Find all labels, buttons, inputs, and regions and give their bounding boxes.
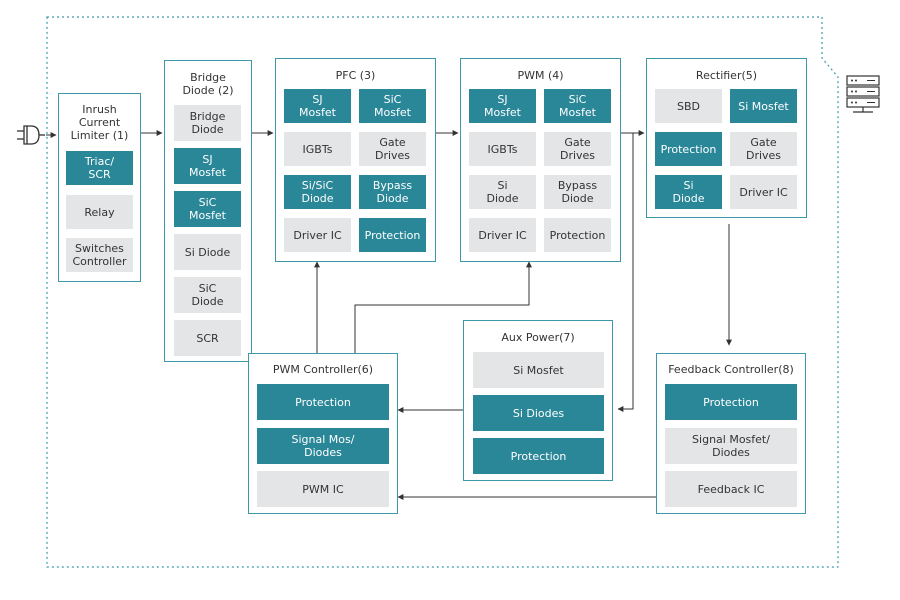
system-boundary (46, 16, 839, 568)
block-title: Inrush Current Limiter (1) (70, 103, 129, 142)
pwm-controller-block: PWM Controller(6) Protection Signal Mos/… (248, 353, 398, 514)
arrow-pwmctrl-to-pwm (354, 261, 532, 353)
component-cell: SJ Mosfet (469, 89, 536, 123)
component-cell: SiC Mosfet (544, 89, 611, 123)
block-title: Rectifier(5) (695, 69, 758, 82)
component-cell: Protection (473, 438, 604, 474)
component-cell: SJ Mosfet (284, 89, 351, 123)
component-cell: Bypass Diode (359, 175, 426, 209)
component-cell: Triac/ SCR (66, 151, 133, 185)
feedback-controller-block: Feedback Controller(8) Protection Signal… (656, 353, 806, 514)
component-cell: Si Mosfet (730, 89, 797, 123)
inrush-current-limiter-block: Inrush Current Limiter (1) Triac/ SCR Re… (58, 93, 141, 282)
component-cell: Gate Drives (544, 132, 611, 166)
component-cell: Protection (665, 384, 797, 420)
component-cell: SCR (174, 320, 241, 356)
server-rack-icon (846, 75, 880, 113)
component-cell: Signal Mosfet/ Diodes (665, 428, 797, 464)
component-cell: Bypass Diode (544, 175, 611, 209)
component-cell: SiC Mosfet (359, 89, 426, 123)
component-cell: Driver IC (730, 175, 797, 209)
bridge-diode-block: Bridge Diode (2) Bridge Diode SJ Mosfet … (164, 60, 252, 362)
arrow-pwm-to-aux (617, 133, 634, 412)
component-cell: Switches Controller (66, 238, 133, 272)
component-cell: Protection (544, 218, 611, 252)
component-cell: SBD (655, 89, 722, 123)
component-cell: Gate Drives (359, 132, 426, 166)
block-title: PFC (3) (335, 69, 376, 82)
component-cell: Relay (66, 195, 133, 229)
component-cell: Si Mosfet (473, 352, 604, 388)
component-cell: IGBTs (469, 132, 536, 166)
component-cell: PWM IC (257, 471, 389, 507)
block-title: PWM Controller(6) (272, 363, 374, 376)
component-cell: IGBTs (284, 132, 351, 166)
component-cell: SiC Diode (174, 277, 241, 313)
block-title: PWM (4) (517, 69, 564, 82)
component-cell: Si Diode (174, 234, 241, 270)
component-cell: Si/SiC Diode (284, 175, 351, 209)
component-cell: Driver IC (284, 218, 351, 252)
component-cell: Driver IC (469, 218, 536, 252)
component-cell: Si Diode (469, 175, 536, 209)
component-cell: Si Diode (655, 175, 722, 209)
rectifier-block: Rectifier(5) SBD Si Mosfet Protection Ga… (646, 58, 807, 218)
component-cell: Protection (655, 132, 722, 166)
component-cell: Feedback IC (665, 471, 797, 507)
power-plug-icon (17, 125, 45, 145)
component-cell: SiC Mosfet (174, 191, 241, 227)
pfc-block: PFC (3) SJ Mosfet SiC Mosfet IGBTs Gate … (275, 58, 436, 262)
block-title: Feedback Controller(8) (668, 363, 794, 376)
pwm-block: PWM (4) SJ Mosfet SiC Mosfet IGBTs Gate … (460, 58, 621, 262)
block-title: Bridge Diode (2) (182, 71, 234, 97)
component-cell: SJ Mosfet (174, 148, 241, 184)
component-cell: Protection (359, 218, 426, 252)
aux-power-block: Aux Power(7) Si Mosfet Si Diodes Protect… (463, 320, 613, 481)
component-cell: Signal Mos/ Diodes (257, 428, 389, 464)
component-cell: Bridge Diode (174, 105, 241, 141)
component-cell: Protection (257, 384, 389, 420)
component-cell: Gate Drives (730, 132, 797, 166)
block-title: Aux Power(7) (501, 331, 575, 344)
component-cell: Si Diodes (473, 395, 604, 431)
